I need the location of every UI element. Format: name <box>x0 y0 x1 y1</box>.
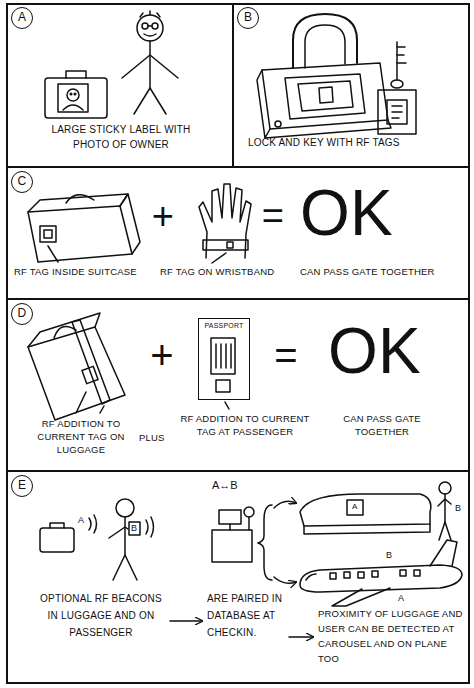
padlock-with-rf-tag <box>257 14 391 138</box>
luggage-with-beacon <box>40 515 97 552</box>
passport-chip <box>211 338 235 409</box>
airplane <box>300 540 462 606</box>
ok-result: OK <box>300 178 430 248</box>
passport-card: PASSPORT <box>198 318 250 400</box>
beacon-letter: B <box>386 551 392 560</box>
bracket-split <box>258 501 296 583</box>
beacon-letter: B <box>131 524 137 533</box>
equals-sign: = <box>255 196 291 236</box>
baggage-carousel <box>300 494 431 534</box>
checkin-desk <box>212 507 254 562</box>
caption-text: PLUS <box>139 431 177 444</box>
suitcase-with-rf-tag <box>28 194 140 262</box>
beacon-letter: A <box>78 516 84 525</box>
key-with-rf-tag <box>378 42 416 134</box>
caption-text: LOCK AND KEY WITH RF TAGS <box>248 136 408 150</box>
panel-letter: A <box>18 11 26 24</box>
panel-letter: E <box>18 479 26 492</box>
plus-sign: + <box>144 334 180 376</box>
caption-text: OPTIONAL RF BEACONS IN LUGGAGE AND ON PA… <box>34 590 168 641</box>
panel-letter: D <box>18 307 27 320</box>
caption-text: CAN PASS GATE TOGETHER <box>300 266 462 278</box>
passenger-with-beacon <box>109 499 154 580</box>
caption-text: ARE PAIRED IN DATABASE AT CHECKIN. <box>207 590 301 641</box>
panel-frame: LOCK AND KEY WITH RF TAGS B <box>232 3 470 168</box>
caption-text: PROXIMITY OF LUGGAGE AND USER CAN BE DET… <box>318 606 466 666</box>
beacon-letter: B <box>455 504 461 513</box>
hand-with-wristband <box>199 184 251 263</box>
panel-letter-circle: D <box>11 303 33 325</box>
equals-sign: = <box>266 334 306 376</box>
beacon-letter: A <box>398 594 404 603</box>
caption-text: RF TAG INSIDE SUITCASE <box>14 266 154 278</box>
panel-letter: B <box>244 11 252 24</box>
luggage-with-rf-tag <box>28 313 125 420</box>
panel-letter-circle: E <box>11 475 33 497</box>
panel-frame: OPTIONAL RF BEACONS IN LUGGAGE AND ON PA… <box>6 470 470 684</box>
card-title: PASSPORT <box>204 322 243 330</box>
panel-frame: LARGE STICKY LABEL WITH PHOTO OF OWNER A <box>6 3 234 168</box>
suitcase-with-photo <box>45 71 107 118</box>
caption-text: RF ADDITION TO CURRENT TAG AT PASSENGER <box>180 412 310 438</box>
panel-letter-circle: C <box>11 171 33 193</box>
owner-figure <box>122 11 178 114</box>
caption-text: CAN PASS GATE TOGETHER <box>324 412 440 438</box>
caption-text: RF TAG ON WRISTBAND <box>160 266 294 278</box>
panel-letter-circle: B <box>237 7 259 29</box>
panel-letter: C <box>18 175 27 188</box>
passenger-at-carousel <box>438 482 451 540</box>
ok-result: OK <box>328 316 458 386</box>
panel-frame: + = OK RF ADDITION TO CURRENT TAG ON LUGGAG… <box>6 298 470 472</box>
beacon-letter: A <box>352 503 357 511</box>
caption-text: LARGE STICKY LABEL WITH PHOTO OF OWNER <box>36 122 206 152</box>
plus-sign: + <box>146 196 180 236</box>
caption-text: RF ADDITION TO CURRENT TAG ON LUGGAGE <box>24 417 138 456</box>
panel-frame: + =OK RF TAG INSIDE SUITCASE RF TAG ON WRIS… <box>6 166 470 300</box>
pairing-label: A↔B <box>212 480 238 491</box>
panel-letter-circle: A <box>11 7 33 29</box>
